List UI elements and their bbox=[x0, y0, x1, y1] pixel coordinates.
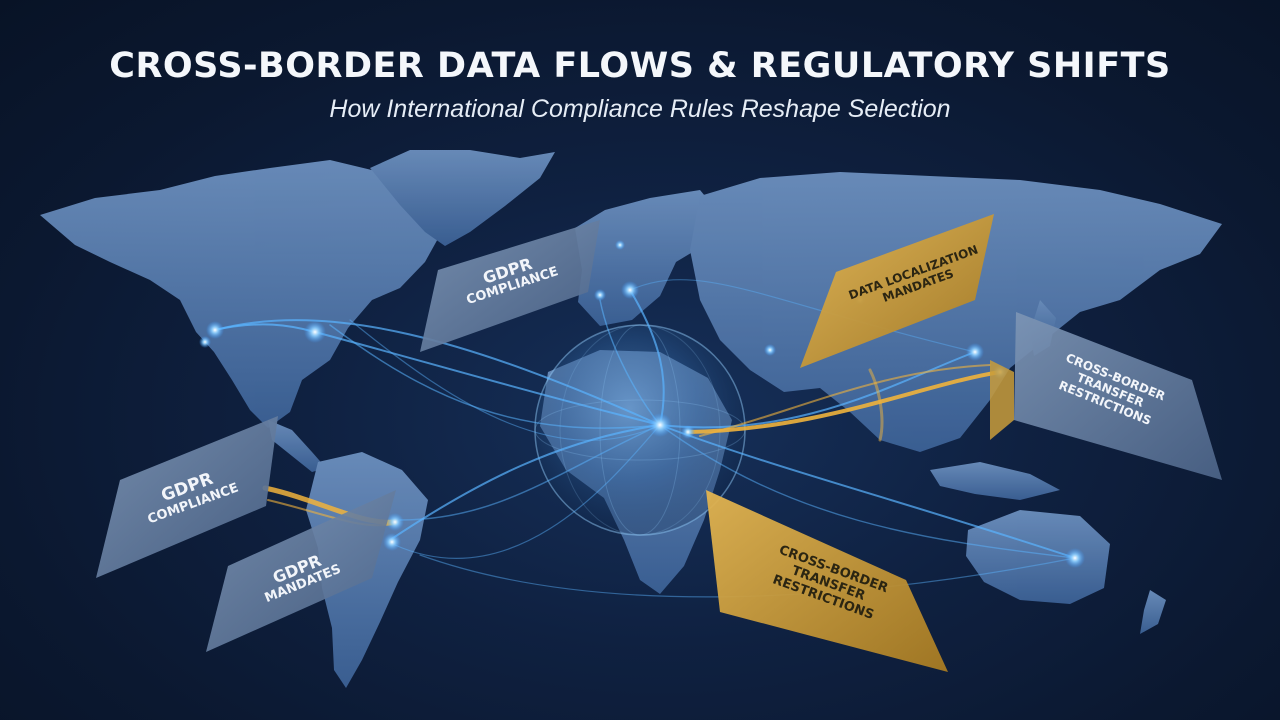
southeast-asia-islands bbox=[930, 462, 1060, 500]
page-subtitle: How International Compliance Rules Resha… bbox=[329, 95, 951, 123]
continents bbox=[40, 150, 1222, 688]
central-america-landmass bbox=[268, 420, 326, 472]
blue-data-flows bbox=[214, 279, 1076, 598]
banner-shape-data-localization bbox=[800, 214, 994, 368]
asia-landmass bbox=[690, 172, 1222, 452]
banner-shape-gdpr-compliance-europe bbox=[420, 220, 600, 352]
city-nodes bbox=[199, 240, 1085, 568]
banner-shape-gdpr-mandates bbox=[206, 490, 396, 652]
greenland-landmass bbox=[370, 150, 555, 246]
banner-shape-cross-border-asia bbox=[1014, 312, 1222, 480]
europe-landmass bbox=[575, 190, 720, 326]
regulation-banners bbox=[96, 214, 1222, 672]
page-title: CROSS-BORDER DATA FLOWS & REGULATORY SHI… bbox=[109, 46, 1171, 86]
banner-shape-cross-border-africa bbox=[706, 490, 948, 672]
new-zealand-landmass bbox=[1140, 590, 1166, 634]
north-america-landmass bbox=[40, 160, 440, 428]
banner-shape-gdpr-compliance-west bbox=[96, 416, 278, 578]
australia-landmass bbox=[966, 510, 1110, 604]
